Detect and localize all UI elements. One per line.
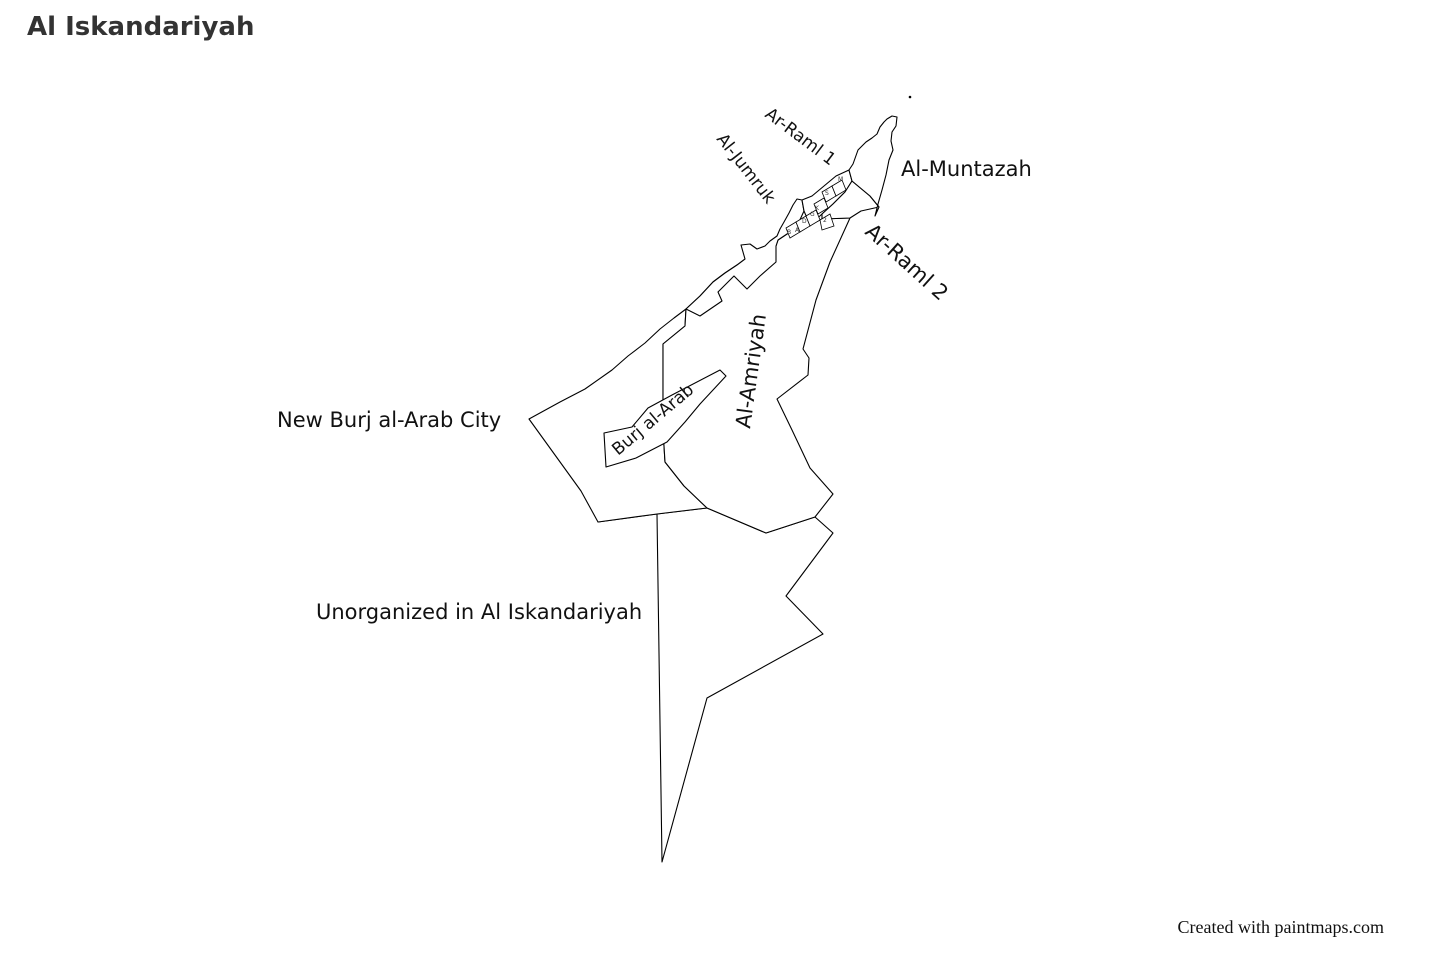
label-ar-raml-1: Ar-Raml 1 [761,104,839,170]
page-title: Al Iskandariyah [27,12,255,42]
district-mark-7: K [815,205,820,212]
region-al-muntazah[interactable] [848,115,898,217]
district-marks: B M S A D G K 2 [787,176,843,236]
region-al-jumruk[interactable] [685,198,805,317]
label-unorganized: Unorganized in Al Iskandariyah [316,600,642,624]
district-mark-8: 2 [823,217,827,224]
label-ar-raml-2: Ar-Raml 2 [861,219,953,305]
credit-text: Created with paintmaps.com [1177,917,1384,937]
district-cell-6[interactable] [831,179,847,197]
district-mark-6: G [810,211,815,218]
district-mark-2: M [838,176,843,183]
district-mark-3: S [825,190,829,197]
region-unorganized[interactable] [597,507,834,863]
label-al-jumruk: Al-Jumruk [712,130,779,208]
district-mark-5: D [802,218,807,225]
district-cell-4[interactable] [813,197,829,215]
label-al-muntazah: Al-Muntazah [901,157,1032,181]
district-mark-4: A [795,227,800,234]
region-burj-al-arab[interactable] [603,369,727,468]
island-mark [908,95,912,99]
district-cell-7[interactable] [819,213,835,231]
district-mark-1: B [787,229,791,236]
label-new-burj-al-arab-city: New Burj al-Arab City [277,408,501,432]
